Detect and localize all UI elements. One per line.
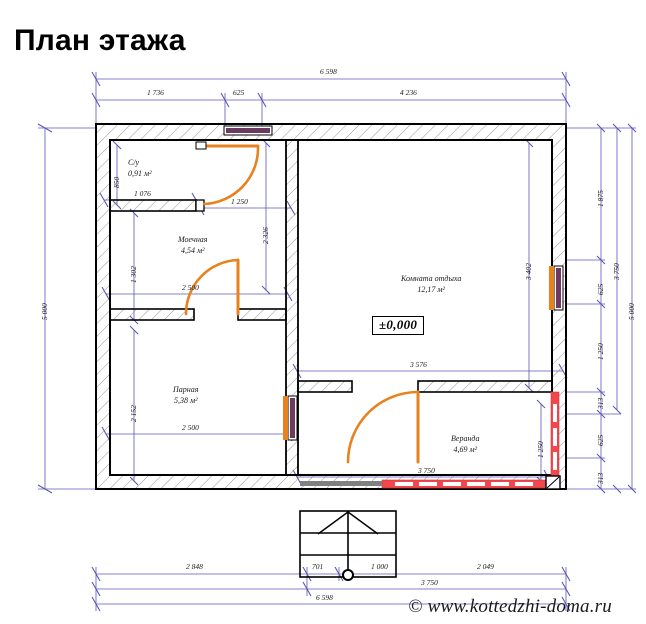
dim-right-4: 313 (596, 397, 605, 409)
dim-top-2: 625 (233, 88, 245, 97)
dim-right-5: 625 (596, 434, 605, 446)
dim-top-outer: 6 598 (320, 67, 337, 76)
page-title: План этажа (14, 24, 186, 58)
dim-steam-width: 2 500 (182, 423, 199, 432)
level-marker: ±0,000 (372, 316, 425, 336)
veranda-railings (300, 391, 561, 490)
dim-bottom-outer: 6 598 (316, 593, 333, 602)
dim-washroom-side: 2 326 (261, 227, 270, 244)
room-label-washroom: Моечная 4,54 м² (178, 235, 208, 257)
room-area: 5,38 м² (173, 395, 198, 405)
windows (223, 125, 564, 441)
dim-bottom-2: 701 (312, 562, 324, 571)
dim-wc-width: 1 076 (134, 189, 151, 198)
dim-left-outer: 5 000 (40, 303, 49, 320)
dim-washroom-left: 1 302 (129, 266, 138, 283)
dim-veranda-height: 1 250 (536, 441, 545, 458)
dim-bottom-mid: 3 750 (421, 578, 438, 587)
room-name: Моечная (178, 235, 208, 244)
dim-right-3: 1 250 (596, 343, 605, 360)
dim-top-3: 4 236 (400, 88, 417, 97)
dim-veranda-width: 3 750 (418, 466, 435, 475)
dim-top-1: 1 736 (147, 88, 164, 97)
room-label-wc: С/у 0,91 м² (128, 158, 152, 180)
dim-bottom-4: 2 049 (477, 562, 494, 571)
room-name: Комната отдыха (401, 274, 462, 283)
room-label-steam: Парная 5,38 м² (173, 385, 198, 407)
dim-wc-door-offset: 1 250 (231, 197, 248, 206)
dim-bottom-3: 1 000 (371, 562, 388, 571)
dim-lounge-width: 3 576 (410, 360, 427, 369)
room-area: 12,17 м² (417, 284, 445, 294)
dim-washroom-width: 2 500 (182, 283, 199, 292)
dim-steam-height: 2 152 (129, 405, 138, 422)
room-area: 4,54 м² (180, 245, 205, 255)
dim-right-mid: 3 750 (612, 263, 621, 280)
room-name: Веранда (451, 434, 480, 443)
dim-lounge-height: 3 402 (524, 263, 533, 280)
room-label-veranda: Веранда 4,69 м² (451, 434, 479, 456)
room-label-lounge: Комната отдыха 12,17 м² (401, 274, 461, 296)
dim-right-2: 625 (596, 283, 605, 295)
room-name: Парная (173, 385, 199, 394)
door-swings (184, 141, 420, 464)
dim-right-1: 1 875 (596, 190, 605, 207)
dim-right-6: 313 (596, 472, 605, 484)
dim-bottom-1: 2 848 (186, 562, 203, 571)
room-area: 4,69 м² (453, 444, 477, 454)
room-name: С/у (128, 158, 140, 167)
dim-wc-height: 850 (112, 176, 121, 188)
watermark: © www.kottedzhi-doma.ru (408, 596, 612, 617)
dimension-lines (37, 71, 637, 612)
porch-stairs (299, 510, 397, 581)
dim-right-outer: 5 000 (627, 303, 636, 320)
room-area: 0,91 м² (128, 168, 152, 178)
